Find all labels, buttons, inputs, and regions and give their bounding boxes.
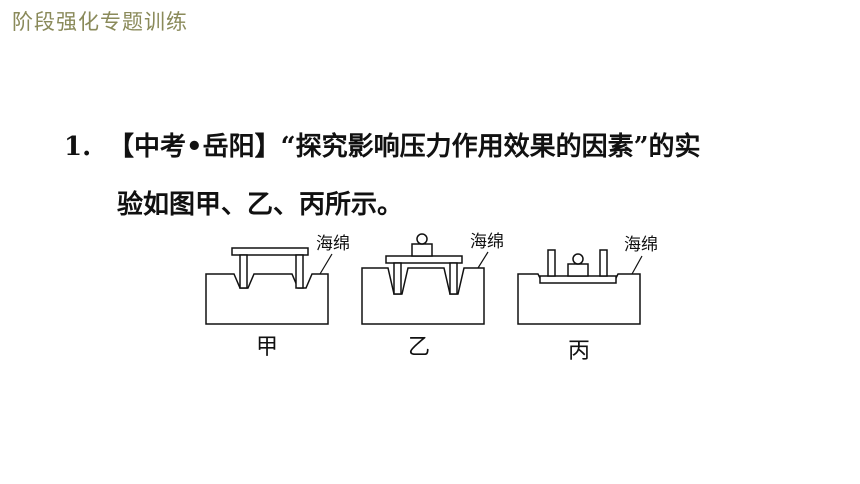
table-leg-left-yi: [393, 262, 402, 295]
panel-jia: 海绵 甲: [205, 234, 350, 360]
question-line-2: 验如图甲、乙、丙所示。: [117, 190, 404, 220]
weight-body-bing: [567, 263, 589, 277]
panel-yi: 海绵 乙: [361, 232, 504, 360]
weight-body-yi: [411, 243, 433, 257]
table-leg-right-jia: [295, 254, 304, 289]
caption-yi: 乙: [408, 335, 430, 360]
sponge-jia: [205, 273, 329, 325]
table-leg-left-bing: [547, 249, 556, 277]
table-leg-left-jia: [239, 254, 248, 289]
experiment-figure: 海绵 甲 海绵 乙 海绵 丙: [205, 232, 658, 364]
weight-knob-bing: [572, 253, 584, 265]
pointer-line-yi: [477, 251, 489, 269]
caption-jia: 甲: [256, 335, 278, 360]
pointer-line-bing: [631, 255, 643, 275]
table-top-jia: [231, 247, 309, 256]
table-leg-right-yi: [449, 262, 458, 295]
page-header-title: 阶段强化专题训练: [12, 10, 188, 34]
sponge-label-yi: 海绵: [470, 232, 504, 252]
pointer-line-jia: [319, 253, 333, 275]
question-number: 1.: [64, 132, 92, 162]
caption-bing: 丙: [568, 339, 590, 364]
sponge-label-bing: 海绵: [624, 235, 658, 255]
sponge-label-jia: 海绵: [316, 234, 350, 254]
question-block: 1. 【中考•岳阳】“探究影响压力作用效果的因素”的实 验如图甲、乙、丙所示。: [64, 118, 824, 234]
question-text-line1: 【中考•岳阳】“探究影响压力作用效果的因素”的实: [108, 132, 701, 162]
panel-bing: 海绵 丙: [517, 235, 658, 364]
table-top-yi: [385, 255, 463, 264]
table-leg-right-bing: [599, 249, 608, 277]
table-top-bing: [539, 275, 617, 284]
sponge-yi: [361, 267, 485, 325]
weight-knob-yi: [416, 233, 428, 245]
question-line-1: 1. 【中考•岳阳】“探究影响压力作用效果的因素”的实: [64, 118, 824, 176]
